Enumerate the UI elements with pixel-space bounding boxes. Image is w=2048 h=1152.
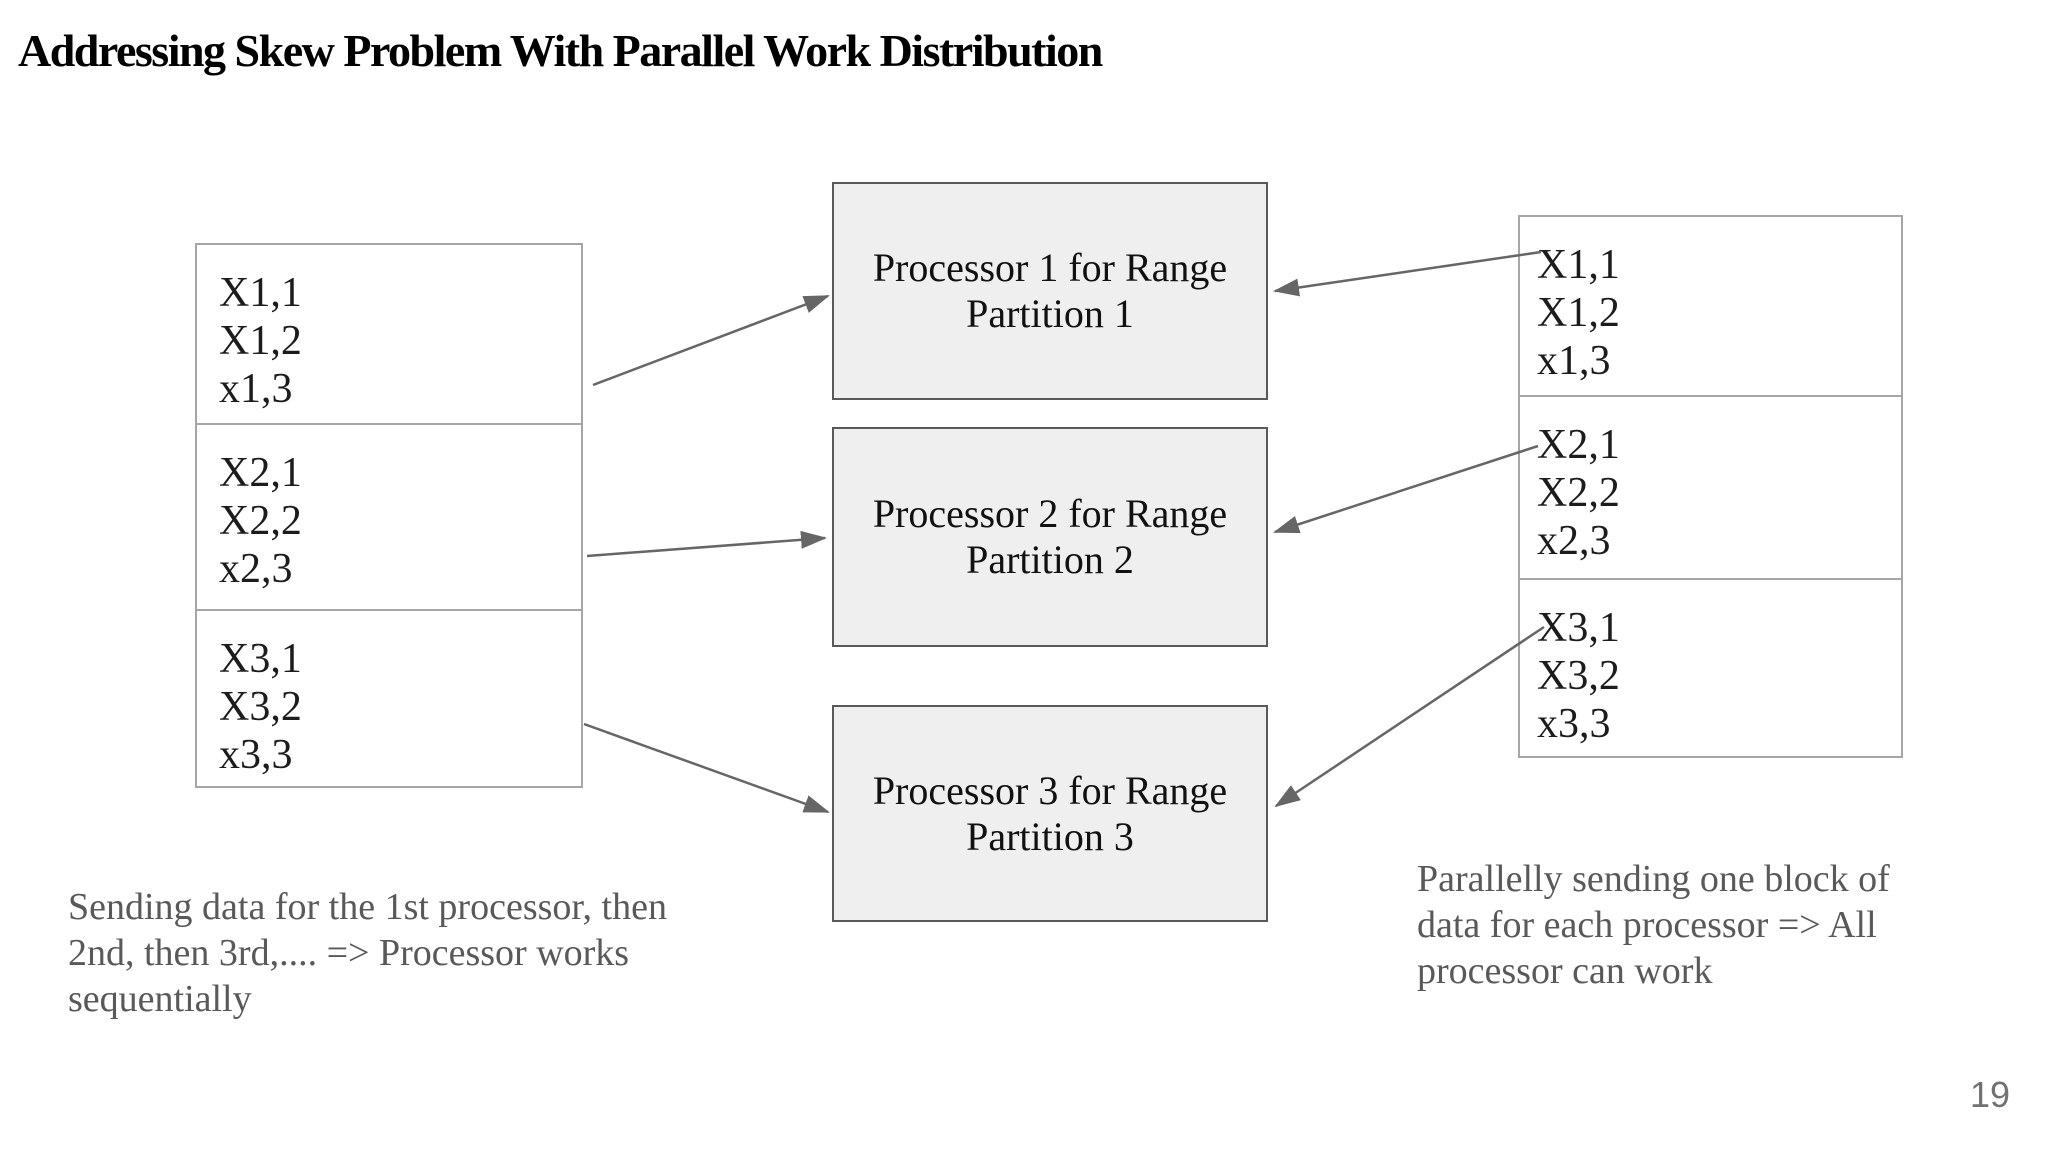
left-table-cell-3: X3,1 X3,2 x3,3 [197,609,581,790]
right-data-table: X1,1 X1,2 x1,3 X2,1 X2,2 x2,3 X3,1 X3,2 … [1518,215,1903,758]
right-table-cell-1: X1,1 X1,2 x1,3 [1537,242,1620,384]
connector-arrow-right-table-cell-3-to-processor-3 [1274,625,1545,808]
connector-arrow-left-table-cell-2-to-processor-2 [586,530,827,558]
connector-arrow-left-table-cell-1-to-processor-1 [592,294,830,387]
processor-1-box: Processor 1 for Range Partition 1 [832,182,1268,400]
left-data-table: X1,1 X1,2 x1,3 X2,1 X2,2 x2,3 X3,1 X3,2 … [195,243,583,788]
slide-title: Addressing Skew Problem With Parallel Wo… [18,25,1103,76]
processor-2-box: Processor 2 for Range Partition 2 [832,427,1268,647]
parallel-sending-caption: Parallelly sending one block of data for… [1417,858,1890,992]
right-table-cell-3: X3,1 X3,2 x3,3 [1520,578,1901,760]
right-table-cell-2: X2,1 X2,2 x2,3 [1520,395,1901,578]
connector-arrow-left-table-cell-3-to-processor-3 [583,722,830,814]
page-number: 19 [1970,1074,2011,1115]
connector-arrow-right-table-cell-2-to-processor-2 [1273,444,1539,534]
processor-3-box: Processor 3 for Range Partition 3 [832,705,1268,922]
sequential-sending-caption: Sending data for the 1st processor, then… [68,886,667,1020]
left-table-cell-2: X2,1 X2,2 x2,3 [197,423,581,609]
left-table-cell-1: X1,1 X1,2 x1,3 [219,270,302,412]
connector-arrow-right-table-cell-1-to-processor-1 [1273,250,1542,297]
